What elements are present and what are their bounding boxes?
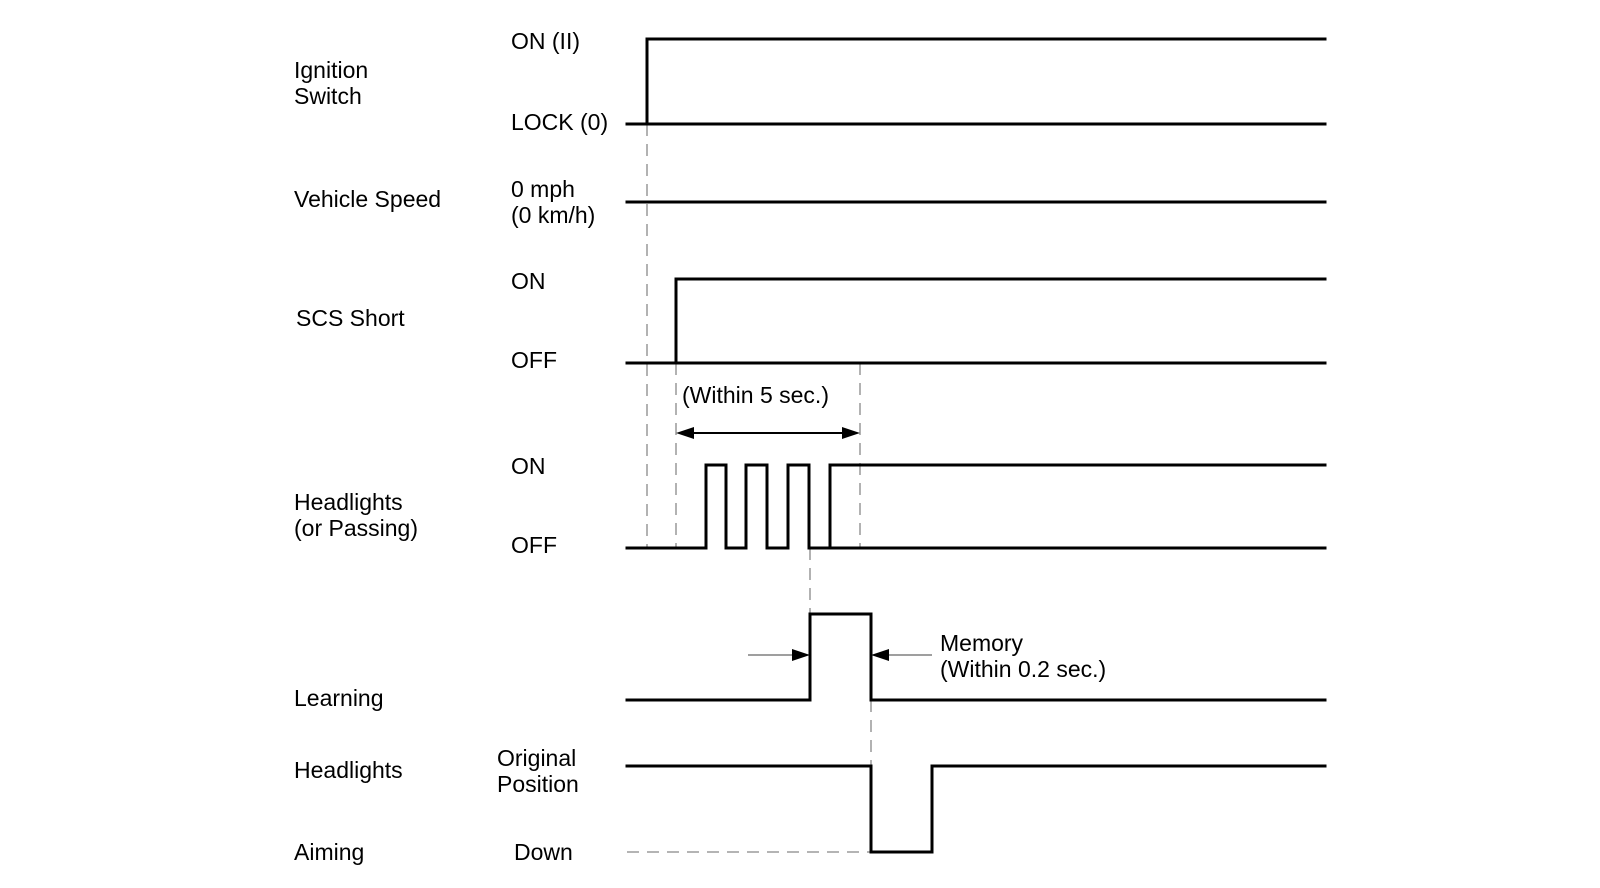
headlights-pulse-trace	[625, 463, 1327, 550]
scs-off-level: OFF	[511, 347, 557, 373]
scs-on-level: ON	[511, 268, 546, 294]
ignition-lock-level: LOCK (0)	[511, 109, 608, 135]
within-5-sec-annotation: (Within 5 sec.)	[682, 382, 829, 408]
headlights-aiming-label-top: Headlights	[294, 757, 403, 783]
headlights-off-level: OFF	[511, 532, 557, 558]
headlights-passing-label: Headlights (or Passing)	[294, 489, 418, 541]
aiming-trace	[625, 764, 1327, 854]
aiming-original-level: Original Position	[497, 745, 583, 797]
ignition-on-trace	[625, 37, 1327, 126]
ignition-on-level: ON (II)	[511, 28, 580, 54]
window-left-arrowhead	[676, 427, 694, 439]
headlights-on-level: ON	[511, 453, 546, 479]
window-right-arrowhead	[842, 427, 860, 439]
memory-right-arrowhead	[871, 649, 889, 661]
speed-level: 0 mph (0 km/h)	[511, 176, 595, 228]
scs-on-trace	[625, 277, 1327, 365]
vehicle-speed-label: Vehicle Speed	[294, 186, 441, 212]
learning-trace	[625, 612, 1327, 702]
memory-left-arrowhead	[792, 649, 810, 661]
ignition-switch-label: Ignition Switch	[294, 57, 375, 109]
memory-annotation: Memory (Within 0.2 sec.)	[940, 630, 1106, 682]
learning-label: Learning	[294, 685, 384, 711]
scs-short-label: SCS Short	[296, 305, 405, 331]
headlights-aiming-label-bottom: Aiming	[294, 839, 364, 865]
aiming-down-level: Down	[514, 839, 573, 865]
